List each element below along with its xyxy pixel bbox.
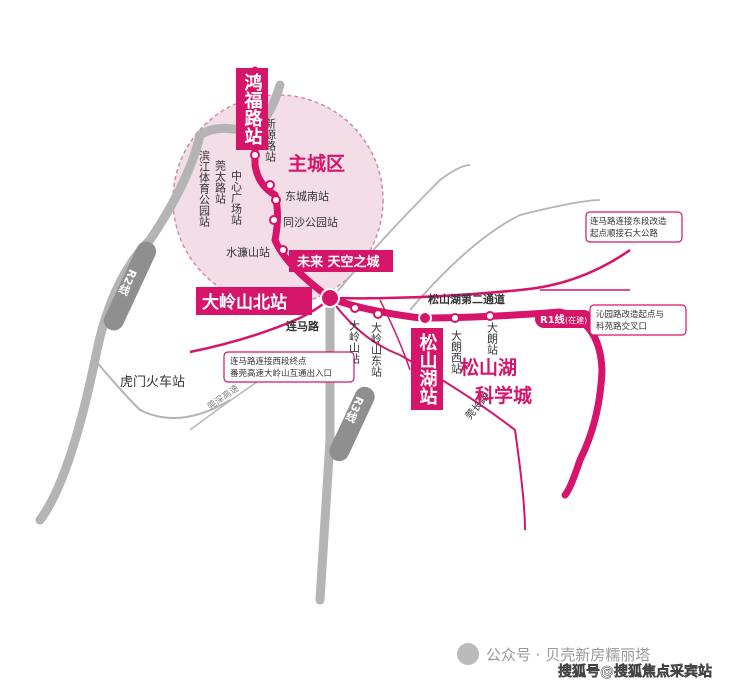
grey-road-4 [189,379,261,431]
r2-line-label: R2线 [103,241,157,331]
svg-text:沁园路改造起点与: 沁园路改造起点与 [596,309,664,320]
svg-text:鸿福路站: 鸿福路站 [242,72,264,146]
svg-text:R1线: R1线 [540,313,565,326]
r1-line-label: R1线 (在建) [535,310,593,328]
binjiang-label: 滨江体育公园站 [198,149,211,228]
dalang-label: 大朗站 [486,321,499,356]
lianmalu-label: 连马路 [286,319,320,333]
songshanhu-2nd-channel [329,248,631,300]
svg-text:搜狐号@搜狐焦点采宾站: 搜狐号@搜狐焦点采宾站 [558,663,712,680]
dalingshanbei-station-dot [320,288,340,308]
note-east: 连马路连接东段改造 起点顺接石大公路 [585,211,683,243]
dalingshanbei-tag: 大岭山北站 [196,287,312,315]
guantailu-label: 莞太路站 [214,160,227,205]
zhongxinguangchang-label: 中心广场站 [230,170,243,226]
connector-road [379,299,411,371]
svg-text:未来 天空之城: 未来 天空之城 [296,254,380,270]
dongchengnan-label: 东城南站 [285,189,329,203]
weilai-tag: 未来 天空之城 [289,250,393,272]
grey-road-1 [94,359,231,419]
svg-text:起点顺接石大公路: 起点顺接石大公路 [590,228,659,239]
guanchang-road [329,297,526,531]
tongshagongyuan-label: 同沙公园站 [283,215,338,229]
note-west: 连马路连接西段终点 番莞高速大岭山互通出入口 [223,351,355,383]
grey-road-3 [409,199,601,311]
r3-line [315,295,335,605]
songshanhu-sci-label: 松山湖 [460,356,517,379]
humen-label: 虎门火车站 [120,374,185,390]
songshanhu-sci-line2: 科学城 [475,384,532,407]
svg-text:科苑路交叉口: 科苑路交叉口 [596,321,647,332]
songshanhu-sci-line1: 松山湖 [460,356,517,379]
station-dots [250,150,495,325]
dalangxi-label: 大朗西站 [450,329,463,375]
zhucheng-label: 主城区 [288,152,345,175]
lianma-road [189,297,331,354]
songshanhu-station-dot [418,311,432,325]
shuilianshan-label: 水濂山站 [226,245,270,259]
songshanhu-2nd-label: 松山湖第二通道 [428,292,505,306]
note-qinyuan: 沁园路改造起点与 科苑路交叉口 [589,304,687,336]
watermark: 公众号 · 贝壳新房糯丽塔 搜狐号@搜狐焦点采宾站 [457,643,712,680]
dalingshandong-label: 大岭山东站 [370,321,383,378]
svg-text:番莞高速大岭山互通出入口: 番莞高速大岭山互通出入口 [230,368,332,379]
songshanhu-sci-label-2: 科学城 [475,384,532,407]
svg-text:(在建): (在建) [565,315,587,325]
songshanhu-tag: 松山湖站 [411,328,443,410]
svg-text:大岭山北站: 大岭山北站 [202,292,287,313]
svg-text:连马路连接西段终点: 连马路连接西段终点 [230,356,307,367]
svg-text:松山湖站: 松山湖站 [417,332,438,406]
honfulu-tag: 鸿福路站 [236,68,268,150]
svg-text:公众号 · 贝壳新房糯丽塔: 公众号 · 贝壳新房糯丽塔 [486,646,650,664]
svg-text:连马路连接东段改造: 连马路连接东段改造 [590,216,667,227]
